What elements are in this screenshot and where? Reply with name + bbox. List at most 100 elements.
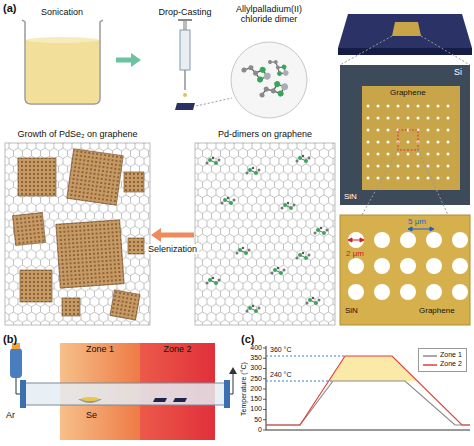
hole-grid [397, 153, 400, 156]
process-stage: Sonication [9, 6, 115, 104]
diameter-arrow [360, 238, 364, 242]
material-label: Graphene [418, 306, 456, 315]
legend-row: Zone 1 [423, 351, 462, 360]
substrate-chip [338, 14, 472, 48]
syringe [184, 70, 185, 90]
hole-grid [447, 117, 450, 120]
pdse2-crystals [62, 298, 80, 316]
pd-dimers [246, 305, 261, 313]
hole-grid [447, 105, 450, 108]
chip-top-view [398, 130, 418, 150]
dimension-label: 5 μm [407, 217, 427, 226]
axis-ticks [263, 409, 266, 410]
hole-grid [427, 177, 430, 180]
syringe [180, 30, 190, 70]
hole-grid [417, 153, 420, 156]
syringe [175, 19, 232, 110]
process-stage: Drop-Casting [142, 6, 228, 118]
hole-grid [427, 165, 430, 168]
hole-grid [387, 165, 390, 168]
furnace [153, 398, 167, 402]
hole-grid [377, 117, 380, 120]
membrane-holes [400, 284, 416, 300]
membrane-holes [452, 258, 468, 274]
axis-ticks [263, 389, 266, 390]
hole-grid [447, 129, 450, 132]
hole-grid [427, 117, 430, 120]
beaker [26, 40, 99, 103]
hole-grid [437, 165, 440, 168]
chip-top-view [362, 86, 460, 190]
membrane-holes [348, 284, 364, 300]
hole-grid [417, 105, 420, 108]
tick-label: 250 [250, 375, 262, 383]
hole-grid [367, 117, 370, 120]
stage-heading: Drop-Casting [142, 6, 228, 17]
membrane-holes [452, 284, 468, 300]
furnace [224, 380, 230, 408]
panel-letter: (b) [3, 333, 17, 346]
material-label: SiN [344, 306, 359, 315]
membrane-holes [348, 232, 468, 300]
hole-grid [447, 165, 450, 168]
syringe [183, 93, 187, 97]
stage-heading: Zone 1 [60, 343, 140, 354]
pd-dimers [236, 247, 251, 255]
axis-title: Temperature (°C) [240, 362, 248, 416]
pdse2-crystals [124, 172, 144, 192]
molecule-zoom [231, 42, 307, 118]
membrane-holes [374, 258, 390, 274]
furnace [20, 380, 26, 408]
diameter-arrow [348, 238, 364, 242]
graphene-panels [5, 143, 150, 325]
membrane-holes [400, 232, 416, 248]
membrane-holes [348, 258, 364, 274]
material-label: Graphene [390, 88, 426, 97]
graphene-panels [5, 143, 150, 325]
dimension-label: 2 μm [345, 249, 365, 258]
stage-heading: Allylpalladium(II) chloride dimer [228, 3, 310, 25]
stage-heading: Growth of PdSe₂ on graphene [5, 128, 150, 139]
pdse2-crystals [67, 149, 123, 205]
hole-grid [437, 129, 440, 132]
stage-heading: Zone 2 [140, 343, 215, 354]
furnace [16, 378, 20, 394]
furnace [230, 373, 233, 394]
furnace [81, 397, 99, 401]
stage-heading: Sonication [9, 6, 115, 17]
syringe [175, 103, 195, 110]
hole-grid [397, 105, 400, 108]
axis-ticks [263, 430, 266, 431]
pdse2-crystals [128, 238, 144, 254]
pdse2-crystals [18, 158, 56, 196]
hole-grid [377, 153, 380, 156]
pd-dimers [221, 197, 236, 205]
hole-grid [397, 177, 400, 180]
hole-grid [367, 153, 370, 156]
pitch-arrow [408, 227, 434, 231]
hole-grid [367, 165, 370, 168]
syringe [178, 19, 192, 21]
hole-grid [377, 141, 380, 144]
syringe [196, 98, 232, 106]
panel-letter: (a) [3, 2, 16, 15]
tick-label: 200 [250, 385, 262, 393]
hole-grid [367, 105, 370, 108]
pdse2-crystals [56, 220, 124, 288]
hole-grid [367, 129, 370, 132]
axis-ticks [263, 368, 266, 369]
membrane-holes [374, 232, 390, 248]
hole-grid [427, 129, 430, 132]
precursor-label: Se [86, 410, 97, 420]
gas-label: Ar [6, 410, 15, 420]
hole-grid [377, 177, 380, 180]
substrate-chip [421, 36, 470, 65]
hole-grid [367, 177, 370, 180]
hole-grid [417, 117, 420, 120]
surface-panel: Growth of PdSe₂ on graphene [5, 128, 150, 326]
furnace [10, 348, 22, 378]
pd-dimers [206, 277, 221, 285]
diameter-arrow [348, 238, 352, 242]
pd-dimers [271, 267, 286, 275]
pd-dimers [296, 252, 311, 260]
